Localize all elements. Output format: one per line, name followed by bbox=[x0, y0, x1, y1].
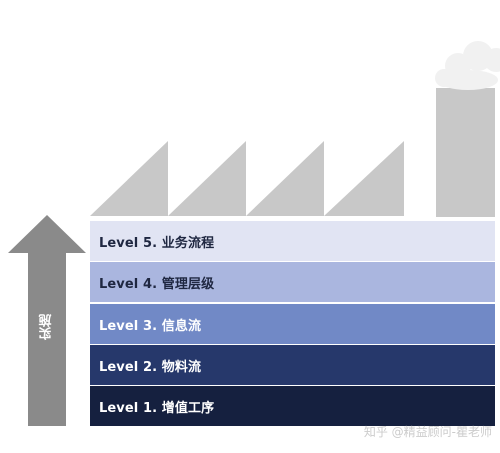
level-2-bar: Level 2. 物料流 bbox=[90, 345, 495, 385]
level-2-label: Level 2. 物料流 bbox=[99, 359, 202, 375]
level-1-label: Level 1. 增值工序 bbox=[99, 400, 215, 416]
watermark: 知乎 @精益顾问-瞿老师 bbox=[363, 424, 492, 439]
level-3-bar: Level 3. 信息流 bbox=[90, 304, 495, 344]
smoke-cloud bbox=[435, 41, 500, 90]
level-5-label: Level 5. 业务流程 bbox=[99, 235, 215, 251]
level-1-bar: Level 1. 增值工序 bbox=[90, 386, 495, 426]
level-4-label: Level 4. 管理层级 bbox=[99, 276, 215, 292]
level-5-bar: Level 5. 业务流程 bbox=[90, 221, 495, 261]
level-4-bar: Level 4. 管理层级 bbox=[90, 262, 495, 302]
factory-roof-tooth-3 bbox=[246, 141, 324, 216]
level-3-label: Level 3. 信息流 bbox=[99, 318, 202, 334]
factory-roof-tooth-2 bbox=[168, 141, 246, 216]
factory-roof-tooth-1 bbox=[90, 141, 168, 216]
arrow-label: 实施 bbox=[39, 314, 55, 340]
factory-chimney bbox=[436, 88, 495, 217]
factory-roof-tooth-4 bbox=[324, 141, 404, 216]
implementation-arrow bbox=[8, 215, 86, 426]
